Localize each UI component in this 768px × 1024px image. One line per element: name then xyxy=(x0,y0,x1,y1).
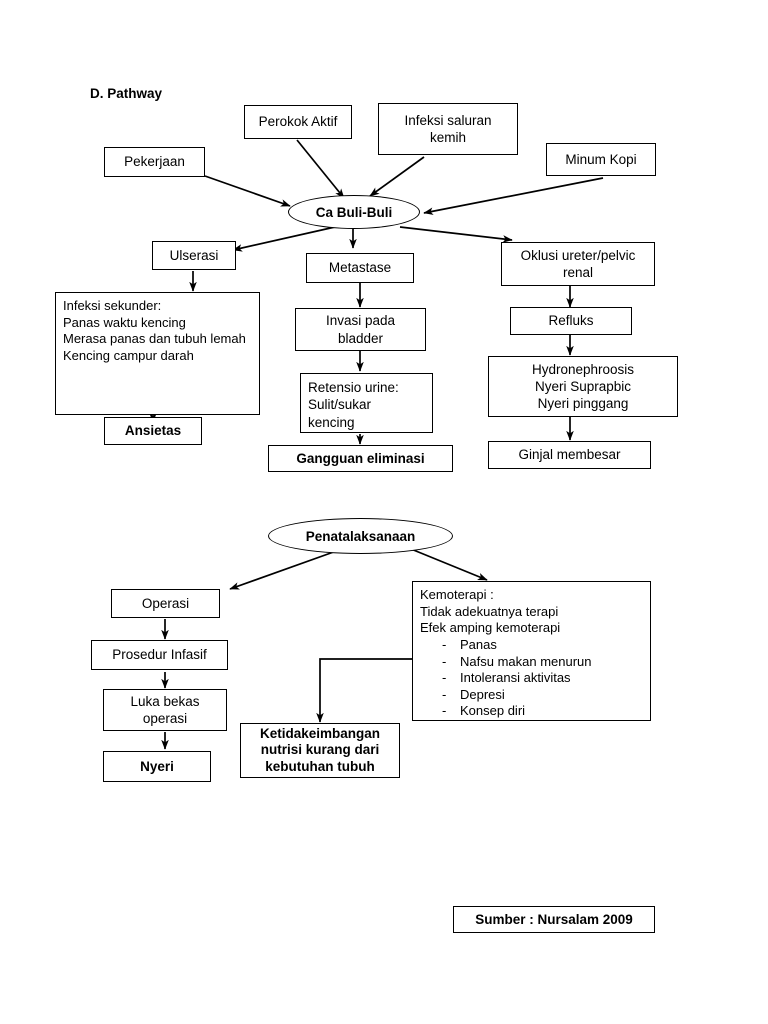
node-label: Oklusi ureter/pelvic renal xyxy=(520,247,636,280)
node-label: Prosedur Infasif xyxy=(112,647,207,663)
hydronephroosis-line-2: Nyeri Suprapbic xyxy=(534,378,632,394)
infeksi-sekunder-line-2: Panas waktu kencing xyxy=(63,314,186,330)
retensio-urine-line-2: Sulit/sukar xyxy=(308,397,372,413)
node-metastase: Metastase xyxy=(306,253,414,283)
node-ca-buli-buli: Ca Buli-Buli xyxy=(288,195,420,229)
node-hydronephroosis: Hydronephroosis Nyeri Suprapbic Nyeri pi… xyxy=(488,356,678,417)
list-bullet-dash: - xyxy=(442,653,447,669)
list-item: - Intoleransi aktivitas xyxy=(420,670,643,687)
node-label: Penatalaksanaan xyxy=(305,528,416,544)
node-refluks: Refluks xyxy=(510,307,632,335)
node-prosedur-infasif: Prosedur Infasif xyxy=(91,640,228,670)
hydronephroosis-line-3: Nyeri pinggang xyxy=(537,396,629,412)
node-label: Perokok Aktif xyxy=(258,114,338,130)
infeksi-sekunder-line-1: Infeksi sekunder: xyxy=(63,298,162,313)
node-retensio-urine: Retensio urine: Sulit/sukar kencing xyxy=(300,373,433,433)
list-bullet-dash: - xyxy=(442,703,447,719)
infeksi-sekunder-line-4: Kencing campur darah xyxy=(63,347,194,363)
source-note-label: Sumber : Nursalam 2009 xyxy=(475,911,633,927)
node-label: Infeksi saluran kemih xyxy=(404,112,492,145)
node-ketidakeimbangan-nutrisi: Ketidakeimbangan nutrisi kurang dari keb… xyxy=(240,723,400,778)
node-label: Ketidakeimbangan nutrisi kurang dari keb… xyxy=(259,725,381,774)
list-item: - Depresi xyxy=(420,687,643,704)
list-item-label: Depresi xyxy=(460,686,505,702)
node-label: Ansietas xyxy=(124,423,182,439)
node-operasi: Operasi xyxy=(111,589,220,618)
node-perokok-aktif: Perokok Aktif xyxy=(244,105,352,139)
retensio-urine-line-3: kencing xyxy=(308,414,355,430)
node-label: Refluks xyxy=(548,313,594,329)
list-item-label: Nafsu makan menurun xyxy=(460,653,592,669)
kemoterapi-line-1: Kemoterapi : xyxy=(420,587,494,602)
node-label: Ca Buli-Buli xyxy=(315,204,393,220)
list-bullet-dash: - xyxy=(442,686,447,702)
node-label: Operasi xyxy=(141,595,190,611)
list-item-label: Konsep diri xyxy=(460,703,526,719)
node-label: Gangguan eliminasi xyxy=(296,450,425,466)
retensio-urine-line-1: Retensio urine: xyxy=(308,380,399,395)
node-luka-bekas-operasi: Luka bekas operasi xyxy=(103,689,227,731)
node-label: Pekerjaan xyxy=(124,154,185,170)
node-gangguan-eliminasi: Gangguan eliminasi xyxy=(268,445,453,472)
node-oklusi-ureter-pelvic-renal: Oklusi ureter/pelvic renal xyxy=(501,242,655,286)
hydronephroosis-line-1: Hydronephroosis xyxy=(531,361,635,377)
list-item: - Konsep diri xyxy=(420,703,643,720)
list-item-label: Intoleransi aktivitas xyxy=(460,670,571,686)
node-infeksi-saluran-kemih: Infeksi saluran kemih xyxy=(378,103,518,155)
list-item: - Nafsu makan menurun xyxy=(420,654,643,671)
kemoterapi-effects-list: - Panas - Nafsu makan menurun - Intolera… xyxy=(420,637,643,720)
node-label: Ginjal membesar xyxy=(518,447,621,463)
node-invasi-pada-bladder: Invasi pada bladder xyxy=(295,308,426,351)
list-item: - Panas xyxy=(420,637,643,654)
kemoterapi-line-3: Efek amping kemoterapi xyxy=(420,620,561,636)
infeksi-sekunder-line-3: Merasa panas dan tubuh lemah xyxy=(63,331,246,347)
node-minum-kopi: Minum Kopi xyxy=(546,143,656,176)
list-bullet-dash: - xyxy=(442,670,447,686)
source-note-box: Sumber : Nursalam 2009 xyxy=(453,906,655,933)
node-ulserasi: Ulserasi xyxy=(152,241,236,270)
node-label: Nyeri xyxy=(140,758,174,774)
node-kemoterapi: Kemoterapi : Tidak adekuatnya terapi Efe… xyxy=(412,581,651,721)
list-item-label: Panas xyxy=(460,636,497,652)
node-label: Invasi pada bladder xyxy=(325,313,396,346)
page-title: D. Pathway xyxy=(90,86,163,101)
node-label: Minum Kopi xyxy=(565,151,637,167)
list-bullet-dash: - xyxy=(442,636,447,652)
node-nyeri: Nyeri xyxy=(103,751,211,782)
node-label: Metastase xyxy=(328,260,392,276)
node-ginjal-membesar: Ginjal membesar xyxy=(488,441,651,469)
node-label: Luka bekas operasi xyxy=(130,693,200,726)
node-penatalaksanaan: Penatalaksanaan xyxy=(268,518,453,554)
node-pekerjaan: Pekerjaan xyxy=(104,147,205,177)
node-label: Ulserasi xyxy=(169,247,219,263)
node-ansietas: Ansietas xyxy=(104,417,202,445)
node-infeksi-sekunder: Infeksi sekunder: Panas waktu kencing Me… xyxy=(55,292,260,415)
kemoterapi-line-2: Tidak adekuatnya terapi xyxy=(420,603,559,619)
